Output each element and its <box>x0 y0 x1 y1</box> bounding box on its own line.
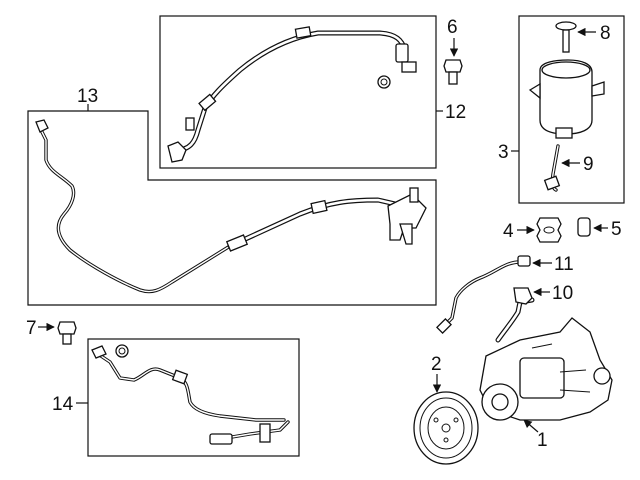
callout-14-label: 14 <box>52 394 74 415</box>
callout-8-label: 8 <box>600 23 611 44</box>
callout-3: 3 <box>498 142 519 163</box>
callout-11: 11 <box>532 254 574 275</box>
reservoir-part-3 <box>528 59 605 139</box>
callout-3-label: 3 <box>498 142 509 163</box>
callout-11-label: 11 <box>554 254 574 275</box>
cooler-line-assembly <box>91 344 290 445</box>
callout-2: 2 <box>431 354 442 393</box>
bolt-part-7 <box>57 321 77 345</box>
sleeve-part-5 <box>577 217 591 237</box>
hose-part-10 <box>495 287 535 343</box>
callout-4-label: 4 <box>503 221 514 242</box>
callout-14: 14 <box>52 394 88 415</box>
grommet-part-4 <box>536 217 562 243</box>
pump-part-1 <box>479 317 613 421</box>
hose-part-9 <box>543 144 561 192</box>
callout-6-label: 6 <box>447 17 458 38</box>
callout-4: 4 <box>503 221 535 242</box>
callout-13: 13 <box>77 86 98 111</box>
pressure-hose-assembly <box>167 26 417 163</box>
callout-7: 7 <box>26 318 55 339</box>
callout-12-label: 12 <box>445 102 466 123</box>
group-box-3 <box>518 15 625 204</box>
callout-7-label: 7 <box>26 318 37 339</box>
callout-5: 5 <box>593 219 622 240</box>
callout-9-label: 9 <box>583 154 594 175</box>
return-line-assembly <box>35 119 427 294</box>
group-box-13 <box>27 110 437 306</box>
group-box-14 <box>87 338 300 457</box>
callout-10-label: 10 <box>552 283 573 304</box>
callout-8: 8 <box>577 23 611 44</box>
group-box-12 <box>159 15 437 169</box>
bolt-part-6 <box>443 59 463 85</box>
callout-1-label: 1 <box>537 430 548 451</box>
callout-2-label: 2 <box>431 354 442 375</box>
cap-part-8 <box>555 21 577 53</box>
callout-5-label: 5 <box>611 219 622 240</box>
callout-9: 9 <box>561 154 594 175</box>
pipe-part-11 <box>436 255 531 334</box>
callout-1: 1 <box>523 419 548 451</box>
callout-12: 12 <box>436 102 466 123</box>
pulley-part-2 <box>413 391 479 465</box>
callout-10: 10 <box>533 283 573 304</box>
callout-6: 6 <box>447 17 459 57</box>
callout-13-label: 13 <box>77 86 98 107</box>
